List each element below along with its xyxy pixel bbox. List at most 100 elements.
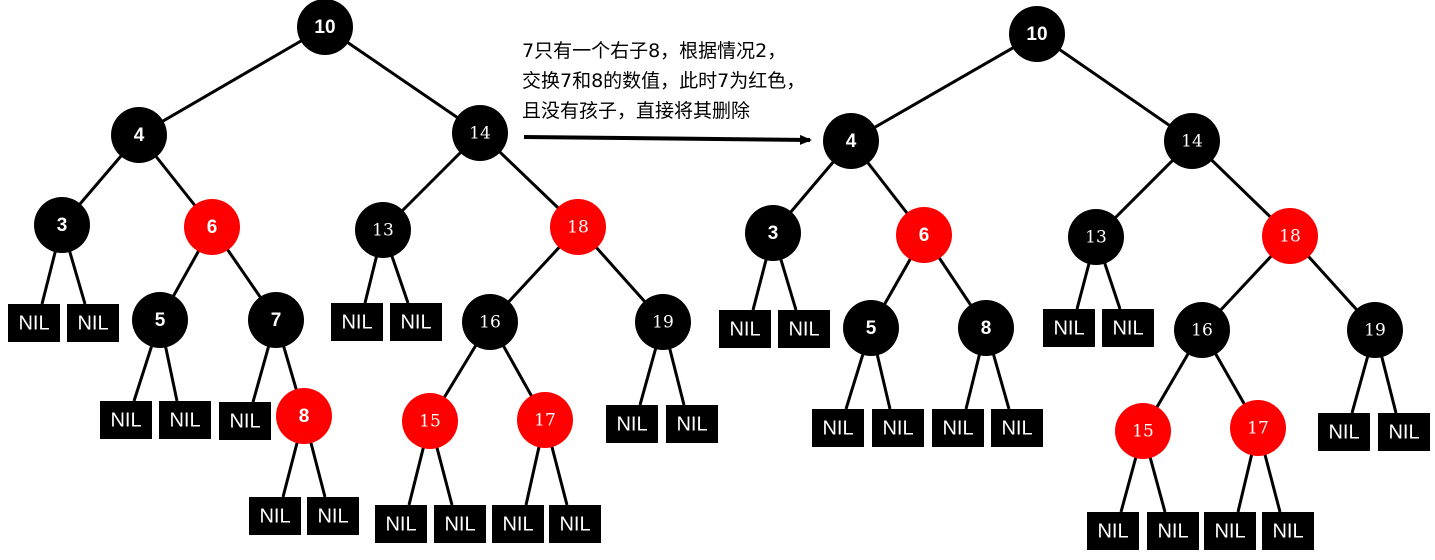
black-node-circle xyxy=(248,292,304,348)
nil-label: NIL xyxy=(788,318,819,340)
black-node-circle xyxy=(1347,302,1403,358)
nil-label: NIL xyxy=(444,513,475,535)
red-node-circle xyxy=(550,199,606,255)
black-node-circle xyxy=(1009,6,1065,62)
nil-label: NIL xyxy=(822,417,853,439)
tree-node-17: 17 xyxy=(517,392,573,448)
nil-label: NIL xyxy=(1097,520,1128,542)
nil-label: NIL xyxy=(882,417,913,439)
tree-node-10: 10 xyxy=(1009,6,1065,62)
transition-arrow xyxy=(523,134,812,145)
nil-box xyxy=(159,401,211,439)
nil-box xyxy=(606,405,658,443)
node-label: 7 xyxy=(271,310,282,331)
nil-label: NIL xyxy=(1272,520,1303,542)
nil-leaf: NIL xyxy=(778,310,830,348)
black-node-circle xyxy=(355,202,411,258)
nil-leaf: NIL xyxy=(549,505,601,543)
nil-label: NIL xyxy=(400,311,431,333)
red-node-circle xyxy=(517,392,573,448)
node-label: 16 xyxy=(1191,321,1213,341)
tree-node-19: 19 xyxy=(635,294,691,350)
nil-label: NIL xyxy=(169,409,200,431)
nil-leaf: NIL xyxy=(100,401,152,439)
node-label: 5 xyxy=(866,318,877,339)
node-label: 14 xyxy=(469,124,491,144)
nil-label: NIL xyxy=(18,312,49,334)
nil-label: NIL xyxy=(1001,417,1032,439)
nil-box xyxy=(434,505,486,543)
nil-box xyxy=(249,497,301,535)
nil-box xyxy=(1043,309,1095,347)
nil-label: NIL xyxy=(1328,421,1359,443)
red-node-circle xyxy=(896,207,952,263)
node-label: 8 xyxy=(981,318,992,339)
tree-node-17: 17 xyxy=(1230,400,1286,456)
nil-label: NIL xyxy=(616,413,647,435)
node-label: 6 xyxy=(207,217,218,238)
tree-node-3: 3 xyxy=(34,197,90,253)
black-node-circle xyxy=(745,205,801,261)
nil-box xyxy=(778,310,830,348)
black-node-circle xyxy=(958,300,1014,356)
nil-box xyxy=(872,409,924,447)
caption-line-1: 7只有一个右子8，根据情况2， xyxy=(522,40,787,62)
nil-box xyxy=(1147,512,1199,550)
nil-box xyxy=(390,303,442,341)
tree-node-5: 5 xyxy=(132,292,188,348)
node-label: 13 xyxy=(1085,228,1107,248)
red-node-circle xyxy=(402,393,458,449)
tree-node-16: 16 xyxy=(1174,302,1230,358)
red-node-circle xyxy=(1262,208,1318,264)
black-node-circle xyxy=(297,0,353,55)
node-label: 14 xyxy=(1181,132,1203,152)
nil-box xyxy=(1262,512,1314,550)
nil-layer: NIL NIL NIL NIL NIL NIL NIL NIL NIL NIL NIL NIL NIL N… xyxy=(8,303,1430,550)
black-node-circle xyxy=(1068,209,1124,265)
nil-box xyxy=(307,497,359,535)
tree-node-6: 6 xyxy=(184,199,240,255)
nil-leaf: NIL xyxy=(932,409,984,447)
nil-edges-layer xyxy=(40,224,1398,513)
nil-label: NIL xyxy=(385,513,416,535)
tree-node-13: 13 xyxy=(355,202,411,258)
black-node-circle xyxy=(635,294,691,350)
nil-leaf: NIL xyxy=(331,303,383,341)
nil-leaf: NIL xyxy=(606,405,658,443)
nil-leaf: NIL xyxy=(1087,512,1139,550)
tree-node-18: 18 xyxy=(550,199,606,255)
black-node-circle xyxy=(111,107,167,163)
nil-label: NIL xyxy=(1053,317,1084,339)
black-node-circle xyxy=(132,292,188,348)
caption-line-2: 交换7和8的数值，此时7为红色， xyxy=(522,70,806,92)
node-label: 19 xyxy=(1364,321,1386,341)
nil-box xyxy=(375,505,427,543)
nil-box xyxy=(719,310,771,348)
nil-label: NIL xyxy=(502,513,533,535)
tree-node-3: 3 xyxy=(745,205,801,261)
tree-node-15: 15 xyxy=(402,393,458,449)
nil-leaf: NIL xyxy=(1102,309,1154,347)
nil-box xyxy=(812,409,864,447)
black-node-circle xyxy=(1174,302,1230,358)
node-label: 3 xyxy=(768,223,779,244)
nil-label: NIL xyxy=(1157,520,1188,542)
node-label: 15 xyxy=(419,412,441,432)
black-node-circle xyxy=(34,197,90,253)
nil-box xyxy=(331,303,383,341)
nil-leaf: NIL xyxy=(1262,512,1314,550)
tree-edge xyxy=(324,25,481,135)
nil-leaf: NIL xyxy=(219,402,271,440)
red-node-circle xyxy=(184,199,240,255)
tree-node-14: 14 xyxy=(1164,113,1220,169)
nil-leaf: NIL xyxy=(1147,512,1199,550)
tree-node-18: 18 xyxy=(1262,208,1318,264)
tree-node-4: 4 xyxy=(823,113,879,169)
nil-box xyxy=(549,505,601,543)
tree-node-4: 4 xyxy=(111,107,167,163)
node-label: 5 xyxy=(155,310,166,331)
node-label: 8 xyxy=(299,406,310,427)
tree-node-8: 8 xyxy=(958,300,1014,356)
tree-node-19: 19 xyxy=(1347,302,1403,358)
